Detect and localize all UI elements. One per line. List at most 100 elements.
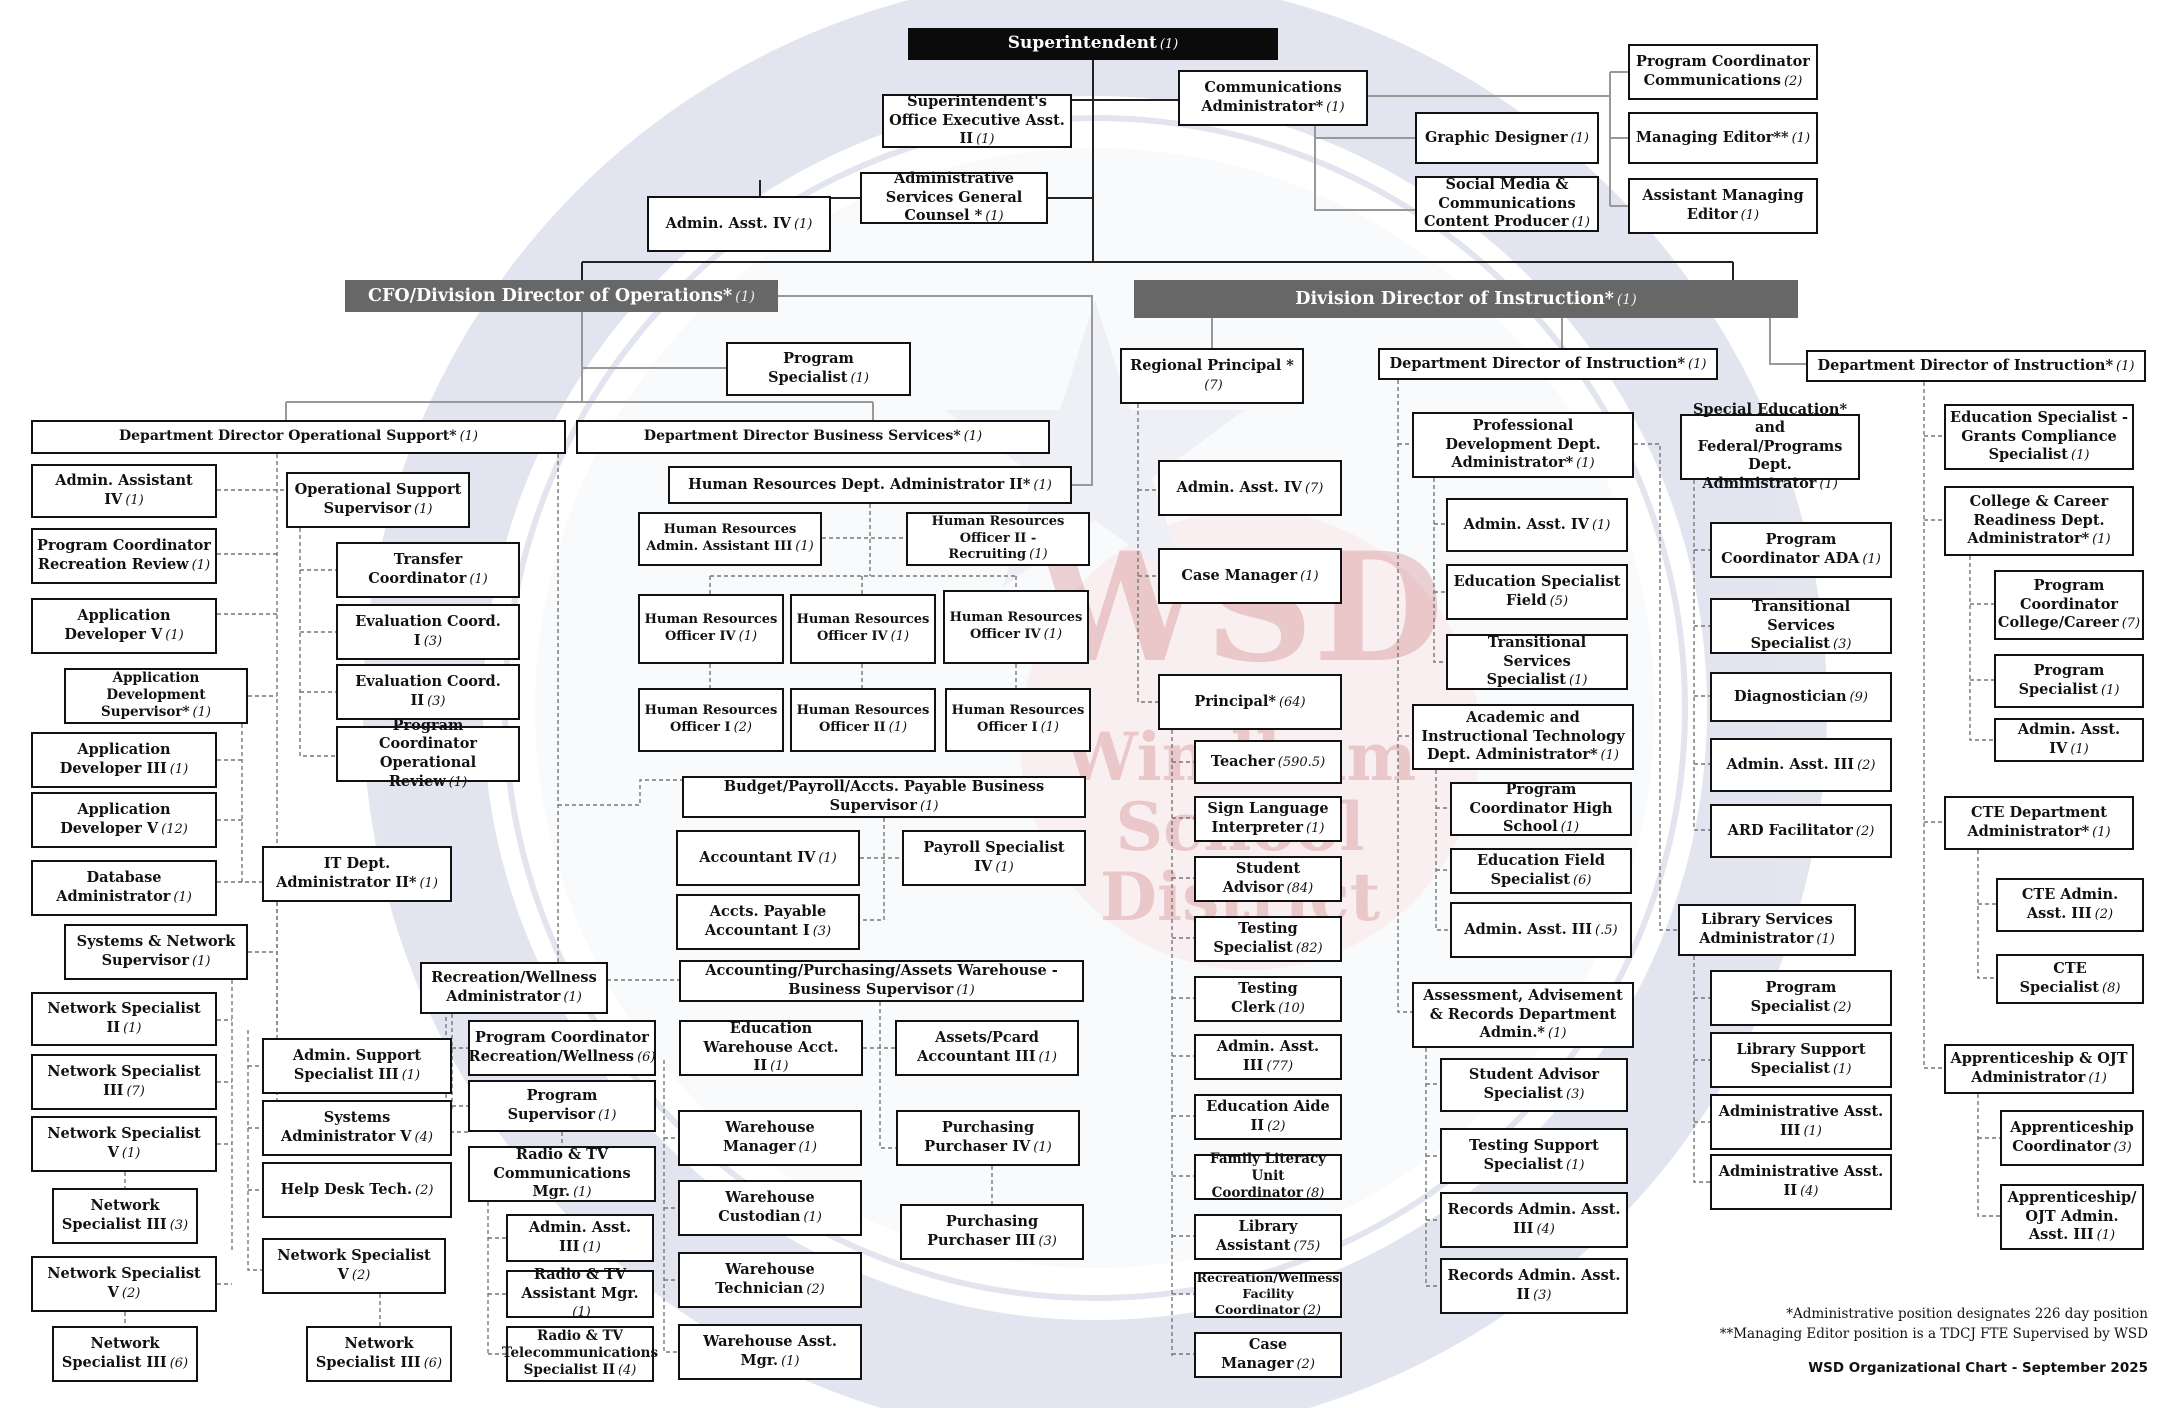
position-label: Library Support Specialist(1) [1716,1041,1886,1078]
position-count: (1) [123,1020,142,1036]
position-count: (1) [2092,824,2111,840]
position-title: Network Specialist V [47,1125,201,1161]
position-label: Superintendent's Office Executive Asst. … [888,93,1066,149]
position-bs-purchaser-iii: Purchasing Purchaser III(3) [900,1204,1084,1260]
position-label: Graphic Designer(1) [1425,129,1589,148]
position-count: (1) [414,501,433,517]
position-label: Program Specialist(1) [2000,662,2138,699]
position-count: (1) [1569,673,1588,689]
position-prog-coord-communications: Program Coordinator Communications(2) [1628,44,1818,100]
position-count: (3) [1038,1233,1057,1249]
position-bs-assets-pcard: Assets/Pcard Accountant III(1) [895,1020,1079,1076]
position-count: (7) [2121,616,2141,632]
position-title: Systems & Network Supervisor [76,933,236,969]
position-title: Education Specialist - Grants Compliance… [1950,409,2128,464]
position-label: Program Coordinator Recreation Review(1) [37,537,211,574]
position-sp-admin-asst-iii: Admin. Asst. III(2) [1710,738,1892,792]
position-title: Human Resources Officer II [796,703,930,735]
position-os-prog-coord-operational: Program Coordinator Operational Review(1… [336,717,520,790]
position-label: Department Director of Instruction*(1) [1818,357,2135,376]
position-cc-prog-coord: Program Coordinator College/Career(7) [1994,570,2144,640]
position-os-eval-coord-i: Evaluation Coord. I(3) [336,604,520,660]
position-hr-officer-iv-b: Human Resources Officer IV(1) [790,594,936,664]
position-label: Human Resources Officer II - Recruiting(… [912,514,1084,564]
position-bs-warehouse-custodian: Warehouse Custodian(1) [678,1180,862,1236]
position-title: Admin. Asst. III [1216,1038,1320,1074]
position-communications-admin: Communications Administrator*(1) [1178,70,1368,126]
position-bs-budget-supervisor: Budget/Payroll/Accts. Payable Business S… [682,776,1086,818]
dotted-reporting-line [1435,770,1450,931]
position-label: Student Advisor(84) [1200,860,1336,897]
position-title: ARD Facilitator [1727,821,1853,839]
position-count: (4) [414,1129,433,1145]
position-label: CTE Admin. Asst. III(2) [2002,886,2138,923]
position-label: Education Specialist - Grants Compliance… [1950,409,2128,465]
position-count: (1) [1740,207,1760,223]
position-cc-admin-asst-iv: Admin. Asst. IV(1) [1994,718,2144,762]
position-os-net-spec-iii-6a: Network Specialist III(6) [52,1326,198,1382]
position-title: Application Development Supervisor* [101,669,206,721]
position-hr-officer-ii: Human Resources Officer II(1) [790,688,936,752]
position-title: Network Specialist III [315,1335,421,1371]
position-supt-office-exec-asst: Superintendent's Office Executive Asst. … [882,93,1072,149]
position-label: Assessment, Advisement & Records Departm… [1418,987,1628,1043]
position-title: Program Specialist [1750,979,1837,1015]
position-title: Assets/Pcard Accountant III [917,1029,1039,1065]
position-os-net-spec-iii-6b: Network Specialist III(6) [306,1326,452,1382]
dotted-reporting-line [663,1060,678,1353]
position-label: Admin. Asst. IV(1) [666,215,813,234]
position-count: (3) [2113,1139,2132,1155]
position-title: Network Specialist III [61,1197,167,1233]
position-label: Radio & TV Assistant Mgr.(1) [512,1266,648,1322]
position-count: (1) [2088,1070,2107,1086]
position-label: Accounting/Purchasing/Assets Warehouse -… [685,962,1078,999]
position-label: Payroll Specialist IV(1) [908,839,1080,876]
position-hr-dept-admin: Human Resources Dept. Administrator II*(… [668,466,1072,504]
position-title: Testing Specialist [1213,920,1298,956]
position-label: Communications Administrator*(1) [1184,79,1362,116]
position-bs-accounting-supervisor: Accounting/Purchasing/Assets Warehouse -… [679,960,1084,1002]
position-label: Admin. Asst. III(1) [512,1219,648,1256]
position-label: Department Director Business Services*(1… [644,428,982,446]
position-cfo: CFO/Division Director of Operations*(1) [345,280,778,312]
position-count: (4) [617,1363,637,1379]
position-count: (3) [427,693,446,709]
position-label: Program Supervisor(1) [474,1087,650,1124]
position-label: Evaluation Coord. I(3) [342,613,514,650]
position-pr-sign-language: Sign Language Interpreter(1) [1194,796,1342,842]
dotted-reporting-line [1425,1048,1440,1287]
dotted-reporting-line [299,528,336,757]
position-label: Superintendent(1) [1008,33,1178,55]
position-label: Administrative Asst. III(1) [1716,1103,1886,1140]
position-title: Department Director Operational Support* [118,428,457,445]
position-label: Program Specialist(1) [732,350,905,387]
position-label: Teacher(590.5) [1211,753,1325,772]
position-title: Admin. Asst. IV [1176,478,1302,496]
position-count: (1) [1043,627,1063,642]
position-lib-program-spec: Program Specialist(2) [1710,970,1892,1026]
position-label: Warehouse Manager(1) [684,1119,856,1156]
position-div-dir-instruction: Division Director of Instruction*(1) [1134,280,1798,318]
position-count: (82) [1295,940,1323,956]
position-label: Human Resources Officer I(1) [951,703,1085,736]
position-label: Human Resources Officer IV(1) [796,612,930,645]
position-label: Network Specialist III(6) [312,1335,446,1372]
position-title: Library Support Specialist [1736,1041,1866,1077]
position-title: Admin. Asst. III [528,1219,632,1255]
position-count: (9) [1849,689,1868,705]
position-label: Division Director of Instruction*(1) [1295,288,1636,310]
position-di-records-ii: Records Admin. Asst. II(3) [1440,1258,1628,1314]
position-count: (3) [1533,1287,1552,1303]
position-dept-dir-op-support: Department Director Operational Support*… [31,420,566,454]
position-label: Human Resources Officer IV(1) [949,610,1083,643]
position-sp-diagnostician: Diagnostician(9) [1710,672,1892,722]
position-di-records-iii: Records Admin. Asst. III(4) [1440,1192,1628,1248]
position-bs-rec-wellness-admin: Recreation/Wellness Administrator(1) [420,962,608,1014]
position-title: Warehouse Asst. Mgr. [703,1333,837,1369]
position-title: CTE Specialist [2019,960,2100,996]
chart-signature: WSD Organizational Chart - September 202… [1808,1360,2148,1376]
position-os-net-spec-iii-3: Network Specialist III(3) [52,1188,198,1244]
position-title: Administrative Services General Counsel … [885,170,1023,225]
position-count: (3) [423,633,443,649]
